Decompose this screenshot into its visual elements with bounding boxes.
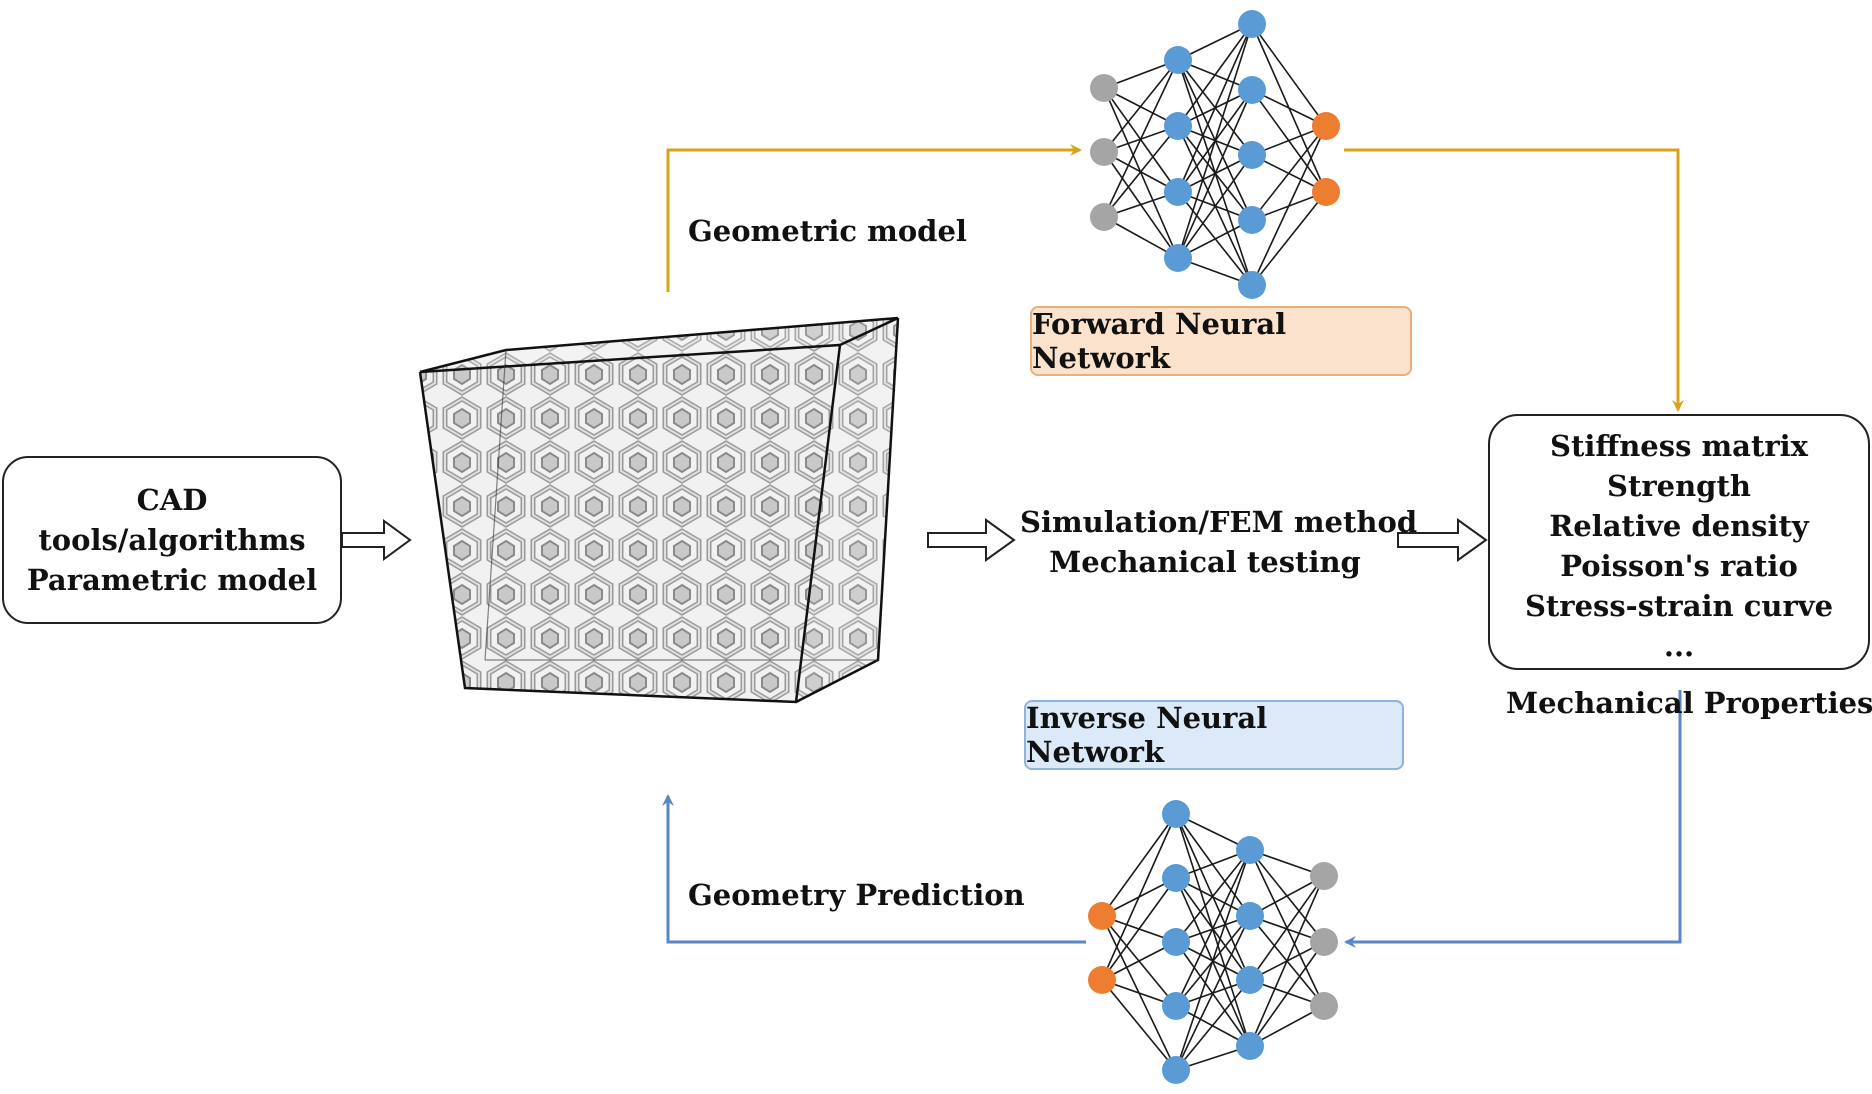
network-edge bbox=[1103, 59, 1179, 153]
geometry-prediction-arrow bbox=[662, 794, 1086, 944]
output-node bbox=[1310, 862, 1338, 890]
hidden-node bbox=[1238, 271, 1266, 299]
network-edge bbox=[1175, 849, 1251, 1071]
network-edge bbox=[1249, 941, 1325, 1047]
simulation-line: Simulation/FEM method bbox=[1020, 505, 1418, 539]
hidden-node bbox=[1162, 864, 1190, 892]
properties-to-inverse-arrow bbox=[1344, 690, 1682, 948]
network-edge bbox=[1175, 849, 1251, 943]
network-edge bbox=[1249, 1005, 1325, 1047]
hidden-node bbox=[1162, 928, 1190, 956]
property-item: Relative density bbox=[1549, 509, 1809, 543]
lattice-cube-icon bbox=[418, 316, 900, 704]
hidden-node bbox=[1236, 1032, 1264, 1060]
hidden-node bbox=[1164, 112, 1192, 140]
hidden-node bbox=[1164, 244, 1192, 272]
cad-box-line: CAD tools/algorithms bbox=[38, 483, 306, 557]
network-edge bbox=[1101, 813, 1177, 981]
input-node bbox=[1088, 966, 1116, 994]
hidden-node bbox=[1238, 76, 1266, 104]
network-edge bbox=[1177, 154, 1253, 259]
mechanical-properties-box: Stiffness matrix Strength Relative densi… bbox=[1488, 414, 1870, 670]
network-edge bbox=[1103, 216, 1179, 259]
property-item: Stress-strain curve bbox=[1524, 589, 1834, 623]
input-node bbox=[1090, 74, 1118, 102]
hidden-node bbox=[1236, 902, 1264, 930]
cad-tools-box: CAD tools/algorithms Parametric model bbox=[2, 456, 342, 624]
network-edge bbox=[1103, 59, 1179, 218]
network-edge bbox=[1249, 875, 1325, 1047]
hollow-arrow-simulation-to-properties bbox=[1397, 518, 1488, 562]
network-edge bbox=[1251, 125, 1327, 221]
hidden-node bbox=[1238, 206, 1266, 234]
hidden-node bbox=[1164, 46, 1192, 74]
hidden-node bbox=[1236, 836, 1264, 864]
hidden-node bbox=[1236, 966, 1264, 994]
network-edge bbox=[1175, 915, 1251, 1071]
network-edge bbox=[1251, 23, 1327, 127]
network-edge bbox=[1251, 191, 1327, 286]
network-edge bbox=[1177, 89, 1253, 259]
hidden-node bbox=[1162, 992, 1190, 1020]
network-edge bbox=[1103, 125, 1179, 218]
network-edge bbox=[1249, 875, 1325, 981]
geometric-model-arrow bbox=[666, 144, 1082, 292]
network-edge bbox=[1177, 23, 1253, 193]
cad-box-line: Parametric model bbox=[26, 563, 318, 597]
network-edge bbox=[1177, 23, 1253, 127]
property-item: Poisson's ratio bbox=[1560, 549, 1798, 583]
property-item: ... bbox=[1663, 629, 1695, 663]
simulation-method-label: Simulation/FEM method Mechanical testing bbox=[1020, 502, 1418, 582]
network-edge bbox=[1249, 875, 1325, 917]
hollow-arrow-cad-to-cube bbox=[341, 519, 412, 561]
property-item: Stiffness matrix bbox=[1550, 429, 1808, 463]
property-item: Strength bbox=[1607, 469, 1751, 503]
network-edge bbox=[1175, 979, 1251, 1071]
network-edge bbox=[1175, 813, 1251, 917]
geometry-prediction-label: Geometry Prediction bbox=[688, 878, 1025, 912]
network-edge bbox=[1103, 87, 1179, 259]
network-edge bbox=[1101, 979, 1177, 1071]
hidden-node bbox=[1238, 10, 1266, 38]
network-edge bbox=[1101, 813, 1177, 917]
forward-output-arrow bbox=[1344, 148, 1684, 412]
network-edge bbox=[1251, 125, 1327, 286]
output-node bbox=[1312, 178, 1340, 206]
mechanical-properties-caption: Mechanical Properties bbox=[1506, 686, 1872, 720]
simulation-line: Mechanical testing bbox=[1049, 545, 1361, 579]
output-node bbox=[1310, 992, 1338, 1020]
hidden-node bbox=[1164, 178, 1192, 206]
hollow-arrow-cube-to-simulation bbox=[927, 518, 1016, 562]
input-node bbox=[1090, 138, 1118, 166]
hidden-node bbox=[1162, 800, 1190, 828]
forward-neural-network-icon bbox=[1090, 10, 1340, 299]
inverse-neural-network-label: Inverse Neural Network bbox=[1024, 700, 1404, 770]
network-edge bbox=[1101, 877, 1177, 981]
geometric-model-label: Geometric model bbox=[688, 214, 967, 248]
forward-neural-network-label: Forward Neural Network bbox=[1030, 306, 1412, 376]
inverse-neural-network-icon bbox=[1088, 800, 1338, 1084]
hidden-node bbox=[1162, 1056, 1190, 1084]
output-node bbox=[1312, 112, 1340, 140]
network-edge bbox=[1177, 23, 1253, 259]
input-node bbox=[1090, 203, 1118, 231]
output-node bbox=[1310, 928, 1338, 956]
network-edge bbox=[1175, 849, 1251, 1007]
input-node bbox=[1088, 902, 1116, 930]
hidden-node bbox=[1238, 141, 1266, 169]
